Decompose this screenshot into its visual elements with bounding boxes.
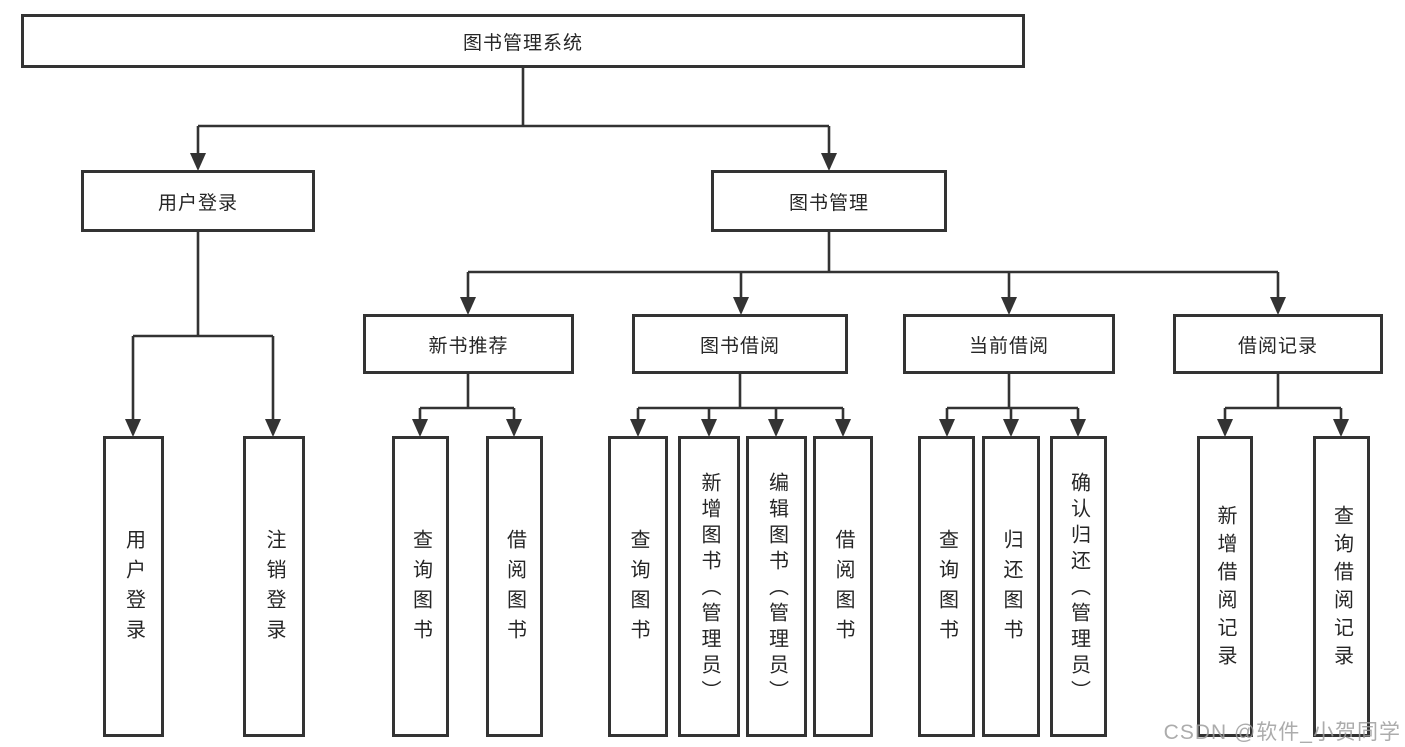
node-current-borrow: 当前借阅	[903, 314, 1115, 374]
node-new-book-recommend-label: 新书推荐	[428, 335, 509, 357]
leaf-query-book-3: 查询图书	[918, 436, 975, 737]
node-root-label: 图书管理系统	[462, 32, 583, 54]
node-borrow-record-label: 借阅记录	[1237, 335, 1318, 357]
node-book-borrow-label: 图书借阅	[699, 335, 780, 357]
leaf-return-book: 归还图书	[982, 436, 1040, 737]
leaf-logout-label: 注销登录	[263, 528, 285, 649]
node-new-book-recommend: 新书推荐	[363, 314, 574, 374]
leaf-query-book-1-label: 查询图书	[409, 528, 432, 649]
leaf-return-book-label: 归还图书	[1000, 528, 1022, 649]
leaf-query-book-3-label: 查询图书	[935, 528, 958, 649]
leaf-borrow-book-2: 借阅图书	[813, 436, 873, 737]
leaf-add-borrow-record: 新增借阅记录	[1197, 436, 1253, 737]
node-current-borrow-label: 当前借阅	[968, 335, 1049, 357]
leaf-borrow-book-1: 借阅图书	[486, 436, 543, 737]
arrowheads	[125, 153, 1349, 437]
leaf-add-book-admin-label: 新增图书（管理员）	[698, 471, 720, 706]
leaf-user-login-label: 用户登录	[122, 528, 145, 649]
leaf-query-book-1: 查询图书	[392, 436, 449, 737]
leaf-logout: 注销登录	[243, 436, 305, 737]
leaf-edit-book-admin: 编辑图书（管理员）	[746, 436, 807, 737]
node-book-management-label: 图书管理	[788, 192, 869, 214]
node-root-system: 图书管理系统	[21, 14, 1025, 68]
csdn-watermark: CSDN @软件_小贺同学	[1163, 721, 1401, 744]
leaf-confirm-return-admin: 确认归还（管理员）	[1050, 436, 1107, 737]
node-book-management: 图书管理	[711, 170, 947, 232]
leaf-query-book-2: 查询图书	[608, 436, 668, 737]
leaf-query-book-2-label: 查询图书	[627, 528, 649, 649]
leaf-edit-book-admin-label: 编辑图书（管理员）	[765, 471, 788, 706]
leaf-add-borrow-record-label: 新增借阅记录	[1214, 504, 1236, 673]
leaf-query-borrow-record: 查询借阅记录	[1313, 436, 1370, 737]
leaf-confirm-return-admin-label: 确认归还（管理员）	[1067, 471, 1090, 706]
leaf-borrow-book-2-label: 借阅图书	[832, 528, 854, 649]
leaf-borrow-book-1-label: 借阅图书	[503, 528, 526, 649]
node-book-borrow: 图书借阅	[632, 314, 848, 374]
node-user-login-label: 用户登录	[157, 192, 238, 214]
node-borrow-record: 借阅记录	[1173, 314, 1383, 374]
leaf-query-borrow-record-label: 查询借阅记录	[1330, 504, 1353, 673]
leaf-add-book-admin: 新增图书（管理员）	[678, 436, 740, 737]
node-user-login: 用户登录	[81, 170, 315, 232]
leaf-user-login: 用户登录	[103, 436, 164, 737]
